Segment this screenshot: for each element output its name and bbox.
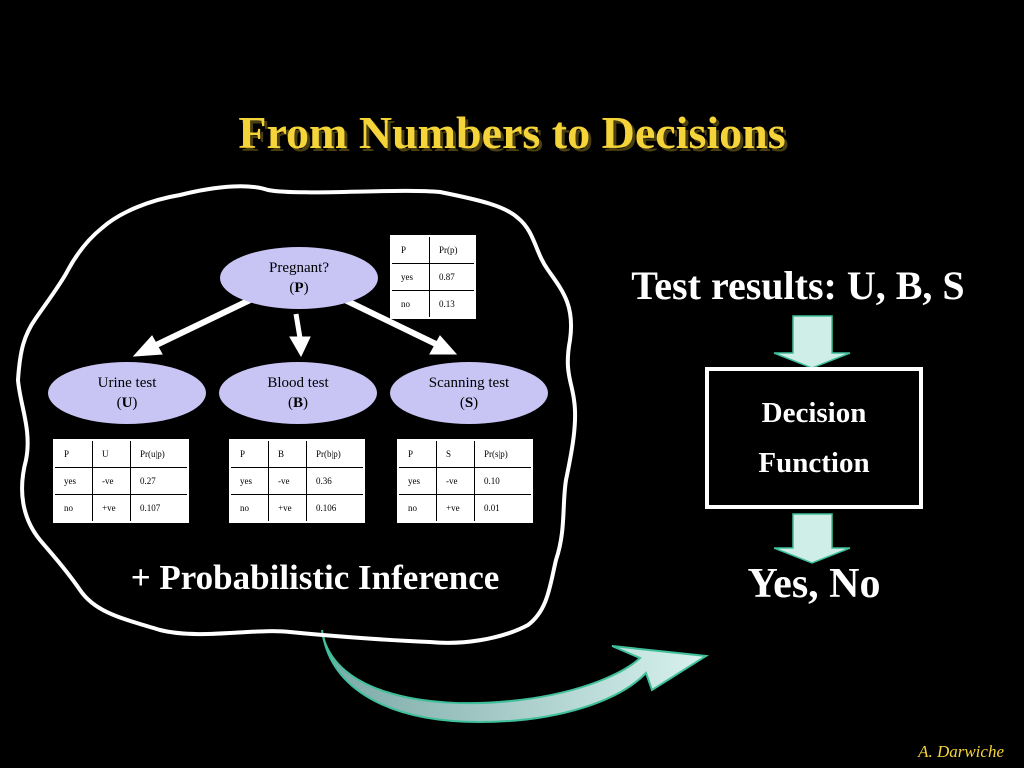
table-row: yes -ve 0.27	[53, 467, 189, 495]
table-row: yes 0.87	[390, 263, 476, 291]
network-edges	[132, 297, 458, 358]
decision-function-line2: Function	[758, 447, 870, 479]
cpt-table-s: P S Pr(s|p) yes -ve 0.10 no +ve 0.01	[397, 439, 533, 523]
cpt-table-u: P U Pr(u|p) yes -ve 0.27 no +ve 0.107	[53, 439, 189, 523]
decision-function-line1: Decision	[761, 397, 867, 429]
table-row: P B Pr(b|p)	[229, 439, 365, 468]
table-row: no 0.13	[390, 290, 476, 319]
cpt-table-p: P Pr(p) yes 0.87 no 0.13	[390, 235, 476, 319]
author-credit: A. Darwiche	[918, 742, 1004, 761]
node-pregnant-label: Pregnant?	[269, 260, 329, 276]
node-urine-symbol: U	[121, 395, 133, 411]
node-scanning-test: Scanning test (S)	[390, 362, 548, 424]
down-arrow-bottom	[773, 513, 851, 564]
cpt-table-b: P B Pr(b|p) yes -ve 0.36 no +ve 0.106	[229, 439, 365, 523]
table-row: P U Pr(u|p)	[53, 439, 189, 468]
node-scanning-symbol: S	[464, 395, 474, 411]
curved-flow-arrow	[321, 629, 709, 724]
decision-function-box: Decision Function	[705, 367, 923, 509]
knowledge-blob-outline	[15, 184, 578, 645]
node-pregnant-symbol: P	[294, 280, 304, 296]
table-row: no +ve 0.01	[397, 494, 533, 523]
table-row: no +ve 0.106	[229, 494, 365, 523]
node-blood-label: Blood test	[267, 375, 329, 391]
down-arrow-top	[773, 315, 851, 369]
slide-title: From Numbers to Decisions	[238, 107, 786, 158]
table-row: P Pr(p)	[390, 235, 476, 264]
node-urine-label: Urine test	[97, 375, 157, 391]
test-results-label: Test results: U, B, S	[631, 263, 965, 308]
node-pregnant: Pregnant? (P)	[220, 247, 378, 309]
node-urine-test: Urine test (U)	[48, 362, 206, 424]
table-row: no +ve 0.107	[53, 494, 189, 523]
node-scanning-label: Scanning test	[428, 375, 510, 391]
node-blood-symbol: B	[292, 395, 303, 411]
table-row: yes -ve 0.36	[229, 467, 365, 495]
table-row: yes -ve 0.10	[397, 467, 533, 495]
table-row: P S Pr(s|p)	[397, 439, 533, 468]
outcome-label: Yes, No	[747, 561, 881, 607]
inference-label: + Probabilistic Inference	[130, 558, 500, 597]
node-blood-test: Blood test (B)	[219, 362, 377, 424]
